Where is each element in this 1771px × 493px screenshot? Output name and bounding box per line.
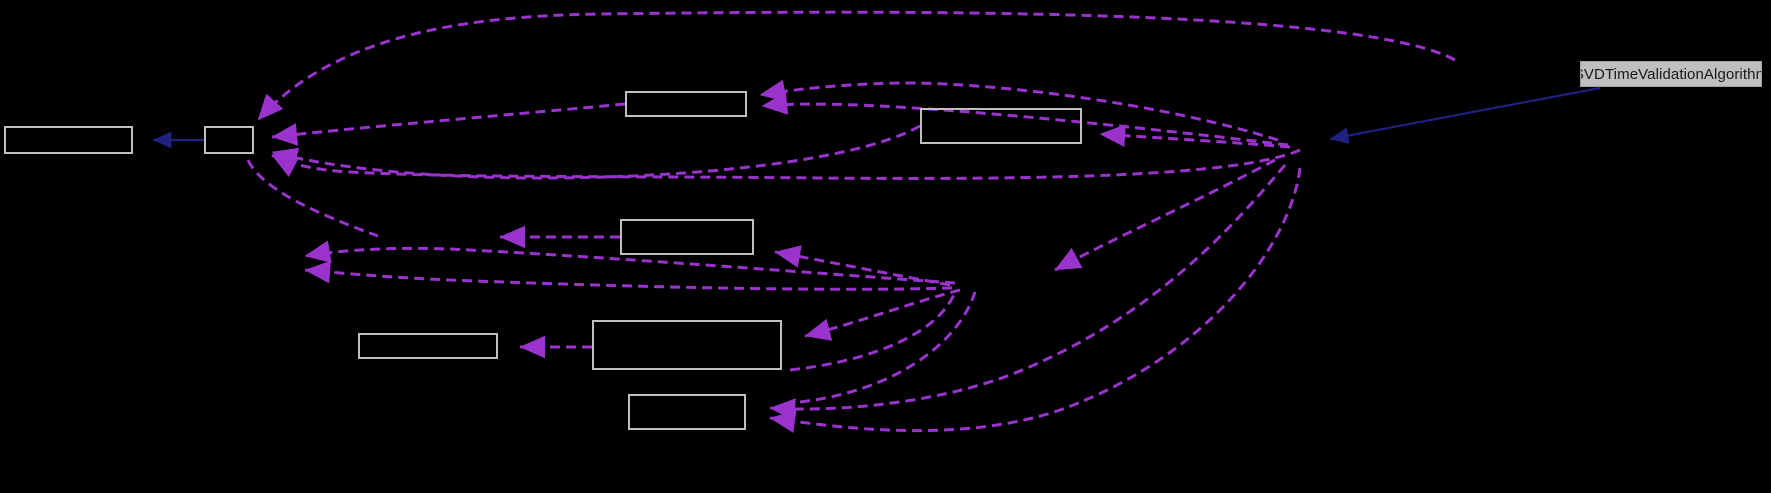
- node-label: SVDTimeValidationAlgorithm: [1580, 65, 1762, 83]
- inheritance-edges: [152, 86, 1601, 149]
- node-6[interactable]: [358, 333, 498, 359]
- node-1[interactable]: [4, 126, 133, 154]
- edge-node2-down-diagonal: [246, 159, 379, 238]
- edge-node3-to-node2: [271, 102, 626, 146]
- node-4[interactable]: [920, 108, 1082, 144]
- usage-edges: [246, 10, 1456, 433]
- edge-root-to-midleft-lower: [304, 260, 953, 291]
- edge-node4-to-node2: [271, 124, 921, 180]
- edge-root-to-node3-lower: [761, 92, 1289, 147]
- edge-root-to-node2-arc-top: [256, 10, 1456, 122]
- edge-root-to-node2-lowarc: [271, 148, 1301, 180]
- node-3[interactable]: [625, 91, 747, 117]
- edge-root-to-node4: [1099, 124, 1291, 149]
- node-2[interactable]: [204, 126, 254, 154]
- edge-root-to-node5: [774, 245, 951, 287]
- node-7[interactable]: [592, 320, 782, 370]
- edge-hub-to-root-diagonal: [1054, 158, 1276, 272]
- edge-root-to-node3-upper: [759, 79, 1279, 142]
- edge-node7-bottom-sweep: [789, 291, 957, 372]
- edge-node8-sweep-up: [799, 291, 977, 404]
- node-svdtimevalidationalgorithm[interactable]: SVDTimeValidationAlgorithm: [1580, 61, 1762, 87]
- edge-root-to-node2-solid: [1329, 86, 1601, 144]
- node-5[interactable]: [620, 219, 754, 255]
- edge-root-to-node7: [804, 288, 961, 341]
- edge-root-to-node8-lower: [769, 167, 1302, 433]
- edge-root-to-midleft-upper: [304, 240, 956, 285]
- edge-root-to-node8-upper: [769, 164, 1287, 422]
- node-8[interactable]: [628, 394, 746, 430]
